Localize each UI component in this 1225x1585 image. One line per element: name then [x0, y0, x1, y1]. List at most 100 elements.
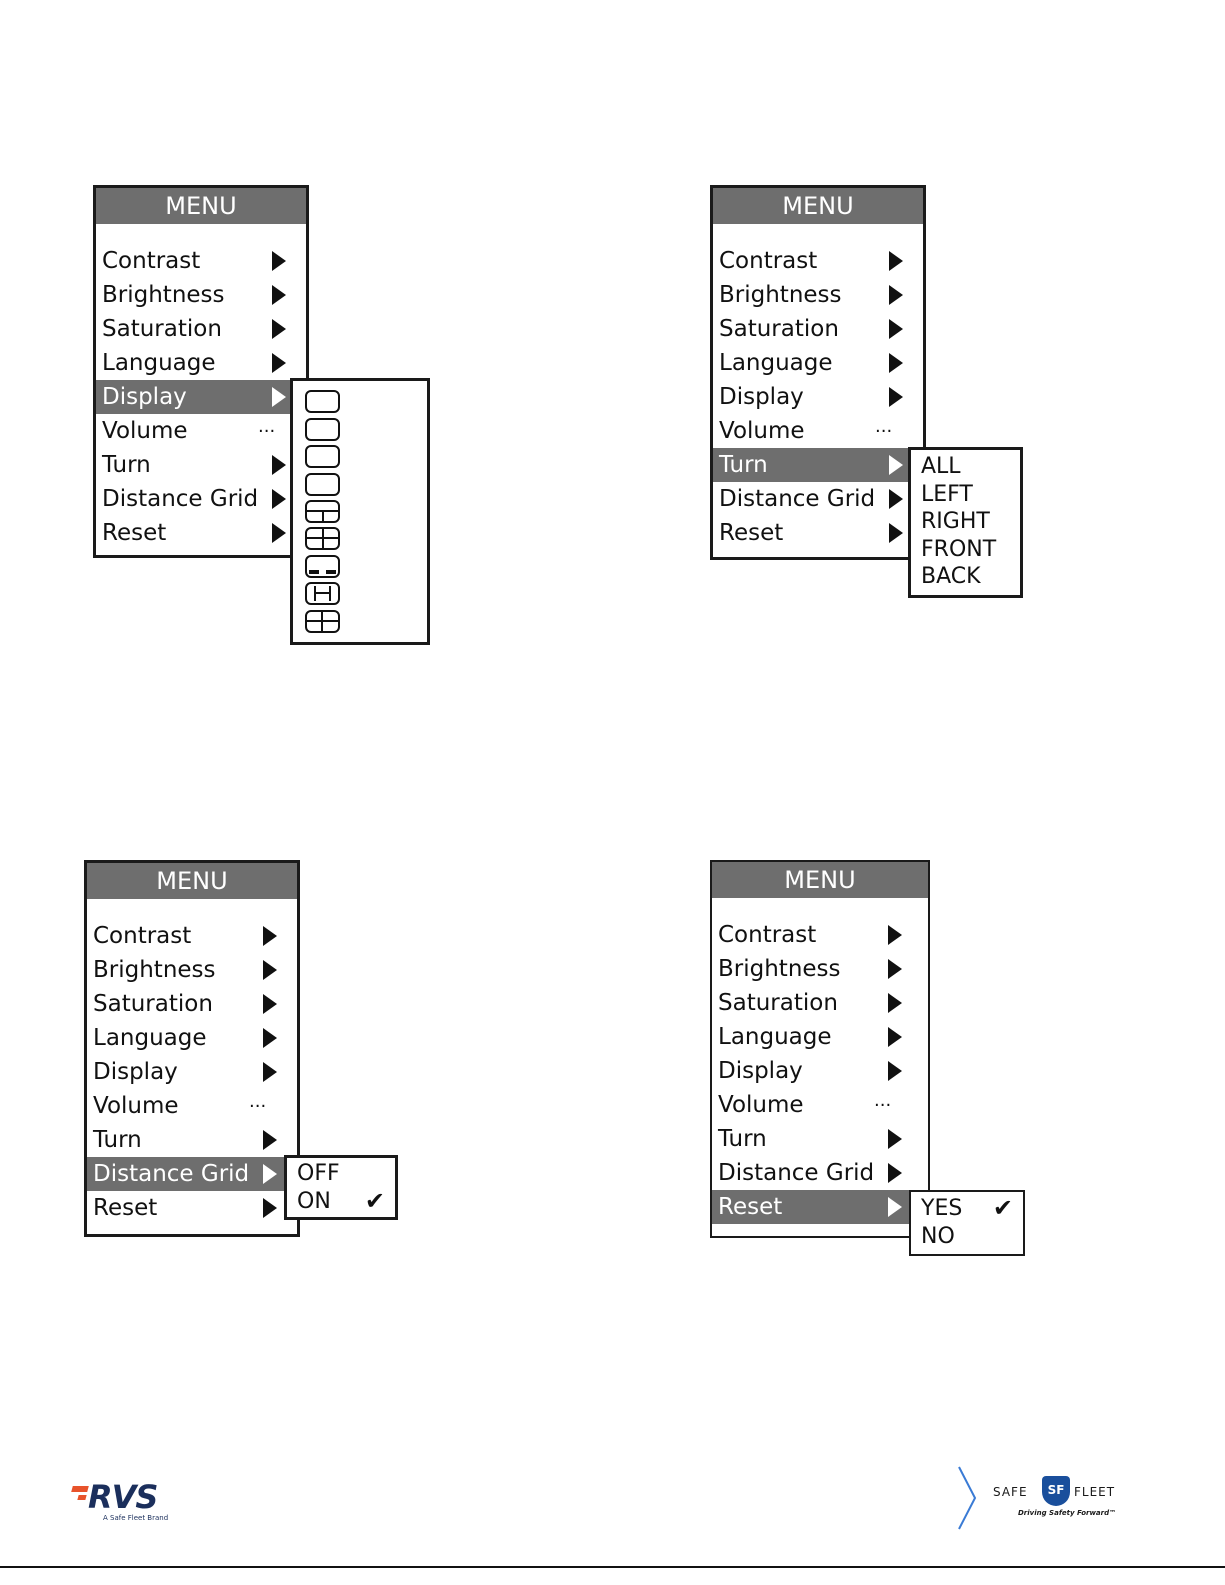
turn-option-back[interactable]: BACK [921, 564, 981, 589]
arrow-right-icon [263, 960, 277, 980]
menu-item-volume[interactable]: Volume... [96, 414, 306, 448]
menu-panel-distance-grid: MENU Contrast Brightness Saturation Lang… [84, 860, 300, 1237]
grid-layout-9-icon[interactable] [305, 610, 340, 633]
grid-layout-8-icon[interactable] [305, 582, 340, 605]
arrow-right-icon [263, 994, 277, 1014]
menu-item-contrast[interactable]: Contrast [87, 919, 297, 953]
menu-panel-turn: MENU Contrast Brightness Saturation Lang… [710, 185, 926, 560]
menu-item-turn[interactable]: Turn [712, 1122, 928, 1156]
rvs-logo-mark-icon-2 [77, 1495, 87, 1500]
grid-layout-4-icon[interactable] [305, 473, 340, 496]
menu-item-display[interactable]: Display [712, 1054, 928, 1088]
grid-layout-1-icon[interactable] [305, 390, 340, 413]
arrow-right-icon [272, 353, 286, 373]
menu-item-volume[interactable]: Volume... [713, 414, 923, 448]
arrow-right-icon [888, 1197, 902, 1217]
distance-grid-option-off[interactable]: OFF [297, 1161, 340, 1186]
menu-panel-display: MENU Contrast Brightness Saturation Lang… [93, 185, 309, 558]
arrow-right-icon [272, 319, 286, 339]
grid-layout-7-icon[interactable] [305, 555, 340, 578]
grid-layout-2-icon[interactable] [305, 418, 340, 441]
rvs-tagline: A Safe Fleet Brand [103, 1514, 169, 1522]
turn-option-right[interactable]: RIGHT [921, 509, 990, 534]
menu-title: MENU [713, 188, 923, 224]
menu-item-saturation[interactable]: Saturation [87, 987, 297, 1021]
safefleet-text-right: FLEET [1074, 1485, 1116, 1499]
menu-panel-reset: MENU Contrast Brightness Saturation Lang… [710, 860, 930, 1238]
rvs-logo: RVS A Safe Fleet Brand [70, 1478, 190, 1528]
menu-item-language[interactable]: Language [87, 1021, 297, 1055]
arrow-right-icon [272, 523, 286, 543]
menu-item-contrast[interactable]: Contrast [713, 244, 923, 278]
arrow-right-icon [272, 387, 286, 407]
arrow-right-icon [888, 959, 902, 979]
arrow-right-icon [889, 319, 903, 339]
checkmark-icon: ✔ [364, 1186, 385, 1215]
menu-item-saturation[interactable]: Saturation [96, 312, 306, 346]
menu-item-saturation[interactable]: Saturation [712, 986, 928, 1020]
volume-indicator: ... [875, 416, 893, 437]
menu-item-reset[interactable]: Reset [96, 516, 306, 550]
arrow-right-icon [889, 489, 903, 509]
menu-item-reset[interactable]: Reset [713, 516, 923, 550]
menu-item-display[interactable]: Display [87, 1055, 297, 1089]
menu-item-display[interactable]: Display [96, 380, 306, 414]
menu-item-language[interactable]: Language [712, 1020, 928, 1054]
menu-item-language[interactable]: Language [96, 346, 306, 380]
distance-grid-submenu: OFF ON✔ [284, 1155, 398, 1220]
menu-item-turn[interactable]: Turn [96, 448, 306, 482]
turn-option-all[interactable]: ALL [921, 454, 961, 479]
turn-option-left[interactable]: LEFT [921, 481, 973, 507]
menu-item-distance-grid[interactable]: Distance Grid [96, 482, 306, 516]
menu-item-distance-grid[interactable]: Distance Grid [713, 482, 923, 516]
menu-item-brightness[interactable]: Brightness [87, 953, 297, 987]
checkmark-icon: ✔ [992, 1194, 1013, 1222]
menu-item-turn[interactable]: Turn [87, 1123, 297, 1157]
menu-item-distance-grid[interactable]: Distance Grid [712, 1156, 928, 1190]
menu-item-reset[interactable]: Reset [712, 1190, 928, 1224]
menu-title: MENU [712, 862, 928, 898]
arrow-right-icon [272, 455, 286, 475]
grid-layout-5-icon[interactable] [305, 500, 340, 523]
menu-item-brightness[interactable]: Brightness [713, 278, 923, 312]
arrow-right-icon [888, 1027, 902, 1047]
menu-item-volume[interactable]: Volume... [87, 1089, 297, 1123]
menu-item-saturation[interactable]: Saturation [713, 312, 923, 346]
chevron-right-icon [958, 1466, 977, 1530]
reset-option-yes[interactable]: YES✔ [921, 1194, 1013, 1222]
grid-layout-6-icon[interactable] [305, 527, 340, 550]
safefleet-text-left: SAFE [993, 1485, 1028, 1499]
reset-option-no[interactable]: NO [921, 1223, 955, 1249]
arrow-right-icon [889, 523, 903, 543]
turn-submenu: ALL LEFT RIGHT FRONT BACK [908, 447, 1023, 598]
arrow-right-icon [888, 1061, 902, 1081]
arrow-right-icon [889, 353, 903, 373]
arrow-right-icon [263, 1164, 277, 1184]
distance-grid-option-on[interactable]: ON✔ [297, 1186, 385, 1215]
menu-item-brightness[interactable]: Brightness [96, 278, 306, 312]
arrow-right-icon [889, 285, 903, 305]
arrow-right-icon [889, 251, 903, 271]
menu-title: MENU [87, 863, 297, 899]
menu-item-contrast[interactable]: Contrast [96, 244, 306, 278]
safefleet-badge-text: SF [1047, 1483, 1065, 1497]
menu-item-contrast[interactable]: Contrast [712, 918, 928, 952]
arrow-right-icon [263, 1198, 277, 1218]
menu-item-language[interactable]: Language [713, 346, 923, 380]
turn-option-front[interactable]: FRONT [921, 536, 997, 562]
menu-item-distance-grid[interactable]: Distance Grid [87, 1157, 297, 1191]
footer-divider [0, 1566, 1225, 1568]
arrow-right-icon [889, 387, 903, 407]
safefleet-logo: SAFE SF FLEET Driving Safety Forward™ [990, 1476, 1140, 1526]
volume-indicator: ... [874, 1090, 892, 1111]
menu-item-volume[interactable]: Volume... [712, 1088, 928, 1122]
menu-item-turn[interactable]: Turn [713, 448, 923, 482]
rvs-logo-text: RVS [88, 1478, 158, 1516]
menu-item-reset[interactable]: Reset [87, 1191, 297, 1225]
arrow-right-icon [272, 251, 286, 271]
grid-layout-3-icon[interactable] [305, 445, 340, 468]
reset-submenu: YES✔ NO [909, 1190, 1025, 1256]
menu-item-display[interactable]: Display [713, 380, 923, 414]
menu-item-brightness[interactable]: Brightness [712, 952, 928, 986]
arrow-right-icon [888, 1163, 902, 1183]
